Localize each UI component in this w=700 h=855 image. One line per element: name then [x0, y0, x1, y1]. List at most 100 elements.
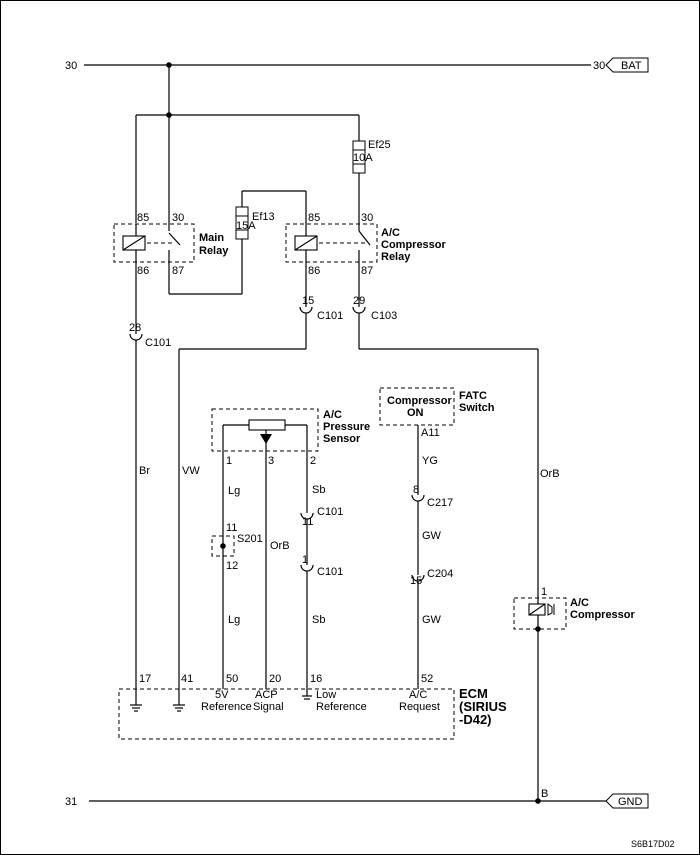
ecm-sig-5v-2: Reference — [201, 701, 252, 713]
pressure-sensor-pin-2: 2 — [310, 455, 316, 467]
c101-1-name: C101 — [317, 566, 343, 578]
splice-pin-top: 11 — [226, 522, 237, 534]
ecm-label-1: ECM — [459, 686, 488, 701]
fatc-box-label-2: ON — [407, 407, 424, 419]
c204-15-name: C204 — [427, 568, 453, 580]
bus-30-left-label: 30 — [65, 60, 77, 72]
ac-relay-pin-87: 87 — [361, 265, 373, 277]
diagram-code: S6B17D02 — [631, 839, 675, 849]
ecm-pin-50: 50 — [226, 673, 238, 685]
wire-orb-sensor-label: OrB — [270, 540, 290, 552]
fatc-pin-a11: A11 — [421, 427, 440, 439]
c101-11-pin: 11 — [302, 516, 313, 528]
ground-junction-label: B — [541, 788, 548, 800]
ecm-sig-5v-1: 5V — [215, 689, 229, 701]
main-relay-label-1: Main — [199, 232, 224, 244]
c101-15-name: C101 — [317, 310, 343, 322]
c101-11-name: C101 — [317, 506, 343, 518]
main-relay-pin-85: 85 — [137, 212, 149, 224]
ecm-ground-41 — [173, 689, 185, 712]
ac-relay-output-wires: 15 C101 29 C103 — [178, 262, 539, 689]
ac-pressure-sensor: A/C Pressure Sensor 1 3 2 — [211, 408, 370, 467]
c101-28-name: C101 — [145, 337, 171, 349]
ecm-sig-acp-2: Signal — [253, 701, 284, 713]
wire-gw-lower-label: GW — [422, 614, 442, 626]
main-relay-output-wire — [168, 190, 307, 295]
ecm-ground-16 — [302, 689, 312, 700]
main-relay-pin-30: 30 — [172, 212, 184, 224]
wire-gw-upper-label: GW — [422, 530, 442, 542]
ecm-label-2: (SIRIUS — [459, 699, 507, 714]
br-wire: 28 C101 Br VW — [129, 262, 200, 689]
fatc-switch: Compressor ON FATC Switch A11 — [379, 387, 495, 439]
sensor-signal-wire: OrB — [265, 451, 290, 689]
ecm-sig-req-1: A/C — [409, 689, 427, 701]
pressure-sensor-pin-1: 1 — [226, 455, 232, 467]
ac-relay-label-3: Relay — [381, 251, 411, 263]
bus-31-label: 31 — [65, 796, 77, 808]
c204-15-pin: 15 — [410, 575, 422, 587]
ecm-sig-low-2: Reference — [316, 701, 367, 713]
fuse-ef25: Ef25 10A — [352, 139, 391, 174]
pressure-sensor-label-1: A/C — [323, 409, 342, 421]
fuse-ef25-rating: 10A — [353, 152, 373, 164]
compressor-label-1: A/C — [570, 597, 589, 609]
compressor-label-2: Compressor — [570, 609, 636, 621]
top-distribution-wires — [135, 65, 360, 231]
ecm-sig-acp-1: ACP — [255, 689, 278, 701]
bus-30-right-label: 30 — [593, 60, 605, 72]
ac-relay-pin-30: 30 — [361, 212, 373, 224]
c103-29-name: C103 — [371, 310, 397, 322]
splice-s201-name: S201 — [237, 533, 263, 545]
wire-yg-label: YG — [422, 455, 438, 467]
ac-relay-label-1: A/C — [381, 227, 400, 239]
main-relay-pin-87: 87 — [172, 265, 184, 277]
wire-lg-lower-label: Lg — [228, 614, 240, 626]
ac-compressor-relay: 85 30 86 87 A/C Compressor Relay — [285, 212, 447, 277]
ecm-pin-16: 16 — [310, 673, 322, 685]
wire-br-label: Br — [139, 465, 150, 477]
wire-sb-lower-label: Sb — [312, 614, 325, 626]
c101-1-pin: 1 — [302, 554, 308, 566]
compressor-pin-1: 1 — [541, 586, 547, 598]
main-relay: 85 30 86 87 Main Relay — [113, 212, 229, 277]
c217-8-pin: 8 — [413, 484, 419, 496]
fuse-ef13-name: Ef13 — [252, 211, 275, 223]
fatc-label-1: FATC — [459, 390, 487, 402]
main-relay-pin-86: 86 — [137, 265, 149, 277]
ecm-pin-17: 17 — [139, 673, 151, 685]
ac-relay-pin-85: 85 — [308, 212, 320, 224]
c101-28-pin: 28 — [129, 322, 141, 334]
ecm-label-3: -D42) — [459, 712, 492, 727]
ecm-pin-41: 41 — [181, 673, 193, 685]
wire-sb-upper-label: Sb — [312, 484, 325, 496]
pressure-sensor-label-3: Sensor — [323, 433, 361, 445]
splice-pin-bottom: 12 — [226, 560, 238, 572]
ecm: 17 41 50 20 16 52 5V Reference ACP Signa… — [118, 673, 507, 740]
ecm-pin-52: 52 — [421, 673, 433, 685]
fuse-ef13: Ef13 15A — [235, 206, 275, 240]
ac-relay-label-2: Compressor — [381, 239, 447, 251]
wire-vw-label: VW — [182, 465, 200, 477]
sensor-low-ref-wire: Sb 11 C101 1 C101 Sb — [300, 451, 343, 689]
gnd-tag-label: GND — [618, 796, 643, 808]
bat-tag — [605, 57, 649, 73]
gnd-tag — [605, 793, 649, 809]
fatc-label-2: Switch — [459, 402, 495, 414]
ecm-sig-low-1: Low — [316, 689, 336, 701]
ecm-pin-20: 20 — [269, 673, 281, 685]
fatc-box-label-1: Compressor — [387, 395, 453, 407]
connector-c101-15 — [299, 306, 313, 314]
ac-relay-pin-86: 86 — [308, 265, 320, 277]
connector-c103-29 — [352, 306, 366, 314]
ground-bus: 31 GND B — [65, 788, 649, 809]
c103-29-pin: 29 — [353, 295, 365, 307]
fuse-ef25-name: Ef25 — [368, 139, 391, 151]
c101-15-pin: 15 — [302, 295, 314, 307]
wire-lg-upper-label: Lg — [228, 485, 240, 497]
wire-orb-comp-label: OrB — [540, 468, 560, 480]
sensor-ref-wire: Lg 11 S201 12 Lg — [211, 451, 263, 689]
ecm-ground-17 — [130, 689, 142, 712]
